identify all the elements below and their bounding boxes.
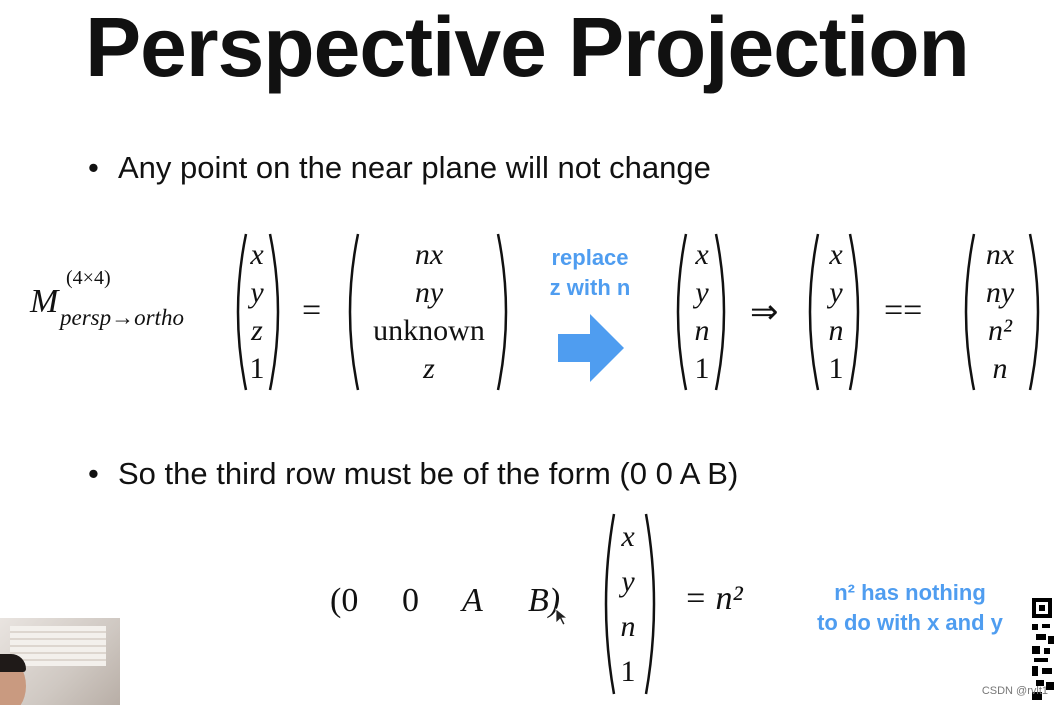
result-entry: nx [414,238,444,271]
replace-note-line: replace [551,245,629,270]
matrix-superscript: (4×4) [66,267,111,289]
person-hair [0,654,26,672]
result-entry: nx [985,238,1015,271]
vector-entry: x [695,238,709,271]
row-entry: B) [528,582,561,619]
bullet-third-row: • So the third row must be of the form (0… [88,456,738,492]
result-entry: ny [414,276,444,309]
vector-entry: y [250,276,264,309]
result-vector: nx ny unknown z [358,236,500,388]
vector-entry: x [829,238,843,271]
matrix-symbol: M [30,283,59,320]
left-paren [604,513,616,695]
left-paren [236,233,248,391]
row-vector: (0 0 A B) [330,582,580,622]
result-entry: n [992,352,1008,385]
vector-in: x y z 1 [240,236,274,388]
result-entry: ny [985,276,1015,309]
vector-entry: y [621,564,635,598]
vector-replaced-2: x y n 1 [818,236,854,388]
replace-note: replace z with n [536,243,644,303]
row-entry: A [462,582,483,619]
vector-entry: 1 [694,352,710,385]
watermark: CSDN @rvlt1 [981,685,1048,697]
note-line: to do with x and y [817,610,1003,635]
vector-entry: 1 [828,352,844,385]
vector-entry: 1 [620,654,636,688]
left-paren [348,233,360,391]
implies-arrow: ⇒ [750,294,779,331]
right-arrow-icon [558,314,624,382]
equals-sign: = [302,292,322,329]
bullet-dot: • [88,150,99,185]
vector-entry: x [621,519,635,553]
left-paren [676,233,688,391]
right-paren [268,233,280,391]
vector-entry: 1 [249,352,265,385]
vector-entry: n [828,314,844,347]
qr-code-icon [1030,596,1054,705]
note-line: n² has nothing [834,580,986,605]
row-entry: (0 [330,582,359,619]
vector-2: x y n 1 [610,514,646,694]
vector-entry: y [829,276,843,309]
vector-entry: x [250,238,264,271]
bullet-text: Any point on the near plane will not cha… [118,150,711,185]
vector-entry: z [251,314,263,347]
bullet-dot: • [88,456,99,491]
result-entry: z [423,352,435,385]
vector-replaced: x y n 1 [684,236,720,388]
right-paren [644,513,656,695]
result-entry: n² [988,314,1012,347]
right-paren [496,233,508,391]
matrix-subscript: persp→ortho [60,305,184,330]
bullet-near-plane: • Any point on the near plane will not ch… [88,150,711,186]
matrix-label: M (4×4) persp→ortho [30,267,184,330]
slide-title: Perspective Projection [85,0,970,94]
bullet-text: So the third row must be of the form (0 … [118,456,739,491]
rhs-n-squared: = n² [684,580,743,617]
double-equals: == [884,292,923,329]
row-entry: 0 [402,582,419,619]
n-squared-note: n² has nothing to do with x and y [796,578,1024,638]
right-paren [1028,233,1040,391]
left-paren [808,233,820,391]
result-entry: unknown [373,314,485,347]
replace-note-line: z with n [549,275,631,300]
vector-entry: n [694,314,710,347]
result-vector-2: nx ny n² n [972,236,1028,388]
vector-entry: y [695,276,709,309]
right-paren [714,233,726,391]
webcam-window-blind [10,626,106,666]
webcam-thumbnail [0,618,120,705]
left-paren [964,233,976,391]
right-paren [848,233,860,391]
vector-entry: n [620,609,636,643]
cursor-icon [555,608,567,626]
